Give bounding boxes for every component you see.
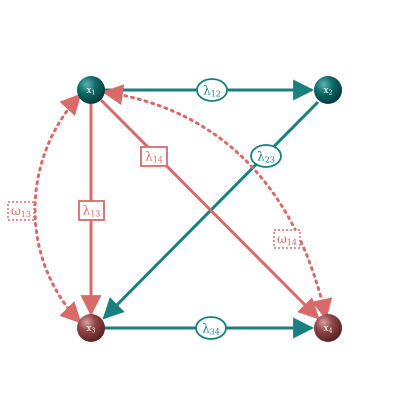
node-x3: x3 — [77, 314, 105, 342]
label-lambda14: λ14 — [140, 146, 168, 167]
svg-text:λ12: λ12 — [203, 84, 221, 99]
edge-lambda14 — [99, 98, 320, 320]
svg-text:ω14: ω14 — [277, 232, 297, 247]
label-lambda34: λ34 — [195, 316, 227, 340]
svg-text:x2: x2 — [324, 86, 333, 97]
edge-omega14 — [101, 84, 333, 321]
node-x4: x4 — [314, 314, 342, 342]
node-x1: x1 — [77, 76, 105, 104]
edge-omega13 — [33, 93, 82, 324]
svg-text:λ14: λ14 — [145, 150, 163, 165]
label-lambda12: λ12 — [196, 78, 228, 102]
svg-text:x1: x1 — [87, 86, 96, 97]
label-lambda13: λ13 — [78, 200, 105, 221]
svg-text:x3: x3 — [87, 324, 96, 335]
svg-text:λ13: λ13 — [83, 204, 101, 219]
node-x2: x2 — [314, 76, 342, 104]
svg-text:λ34: λ34 — [202, 322, 220, 337]
label-lambda23: λ23 — [250, 144, 282, 168]
svg-text:ω13: ω13 — [11, 204, 31, 219]
label-omega13: ω13 — [7, 201, 35, 221]
label-omega14: ω14 — [273, 229, 301, 249]
svg-text:λ23: λ23 — [257, 150, 275, 165]
svg-text:x4: x4 — [324, 324, 333, 335]
